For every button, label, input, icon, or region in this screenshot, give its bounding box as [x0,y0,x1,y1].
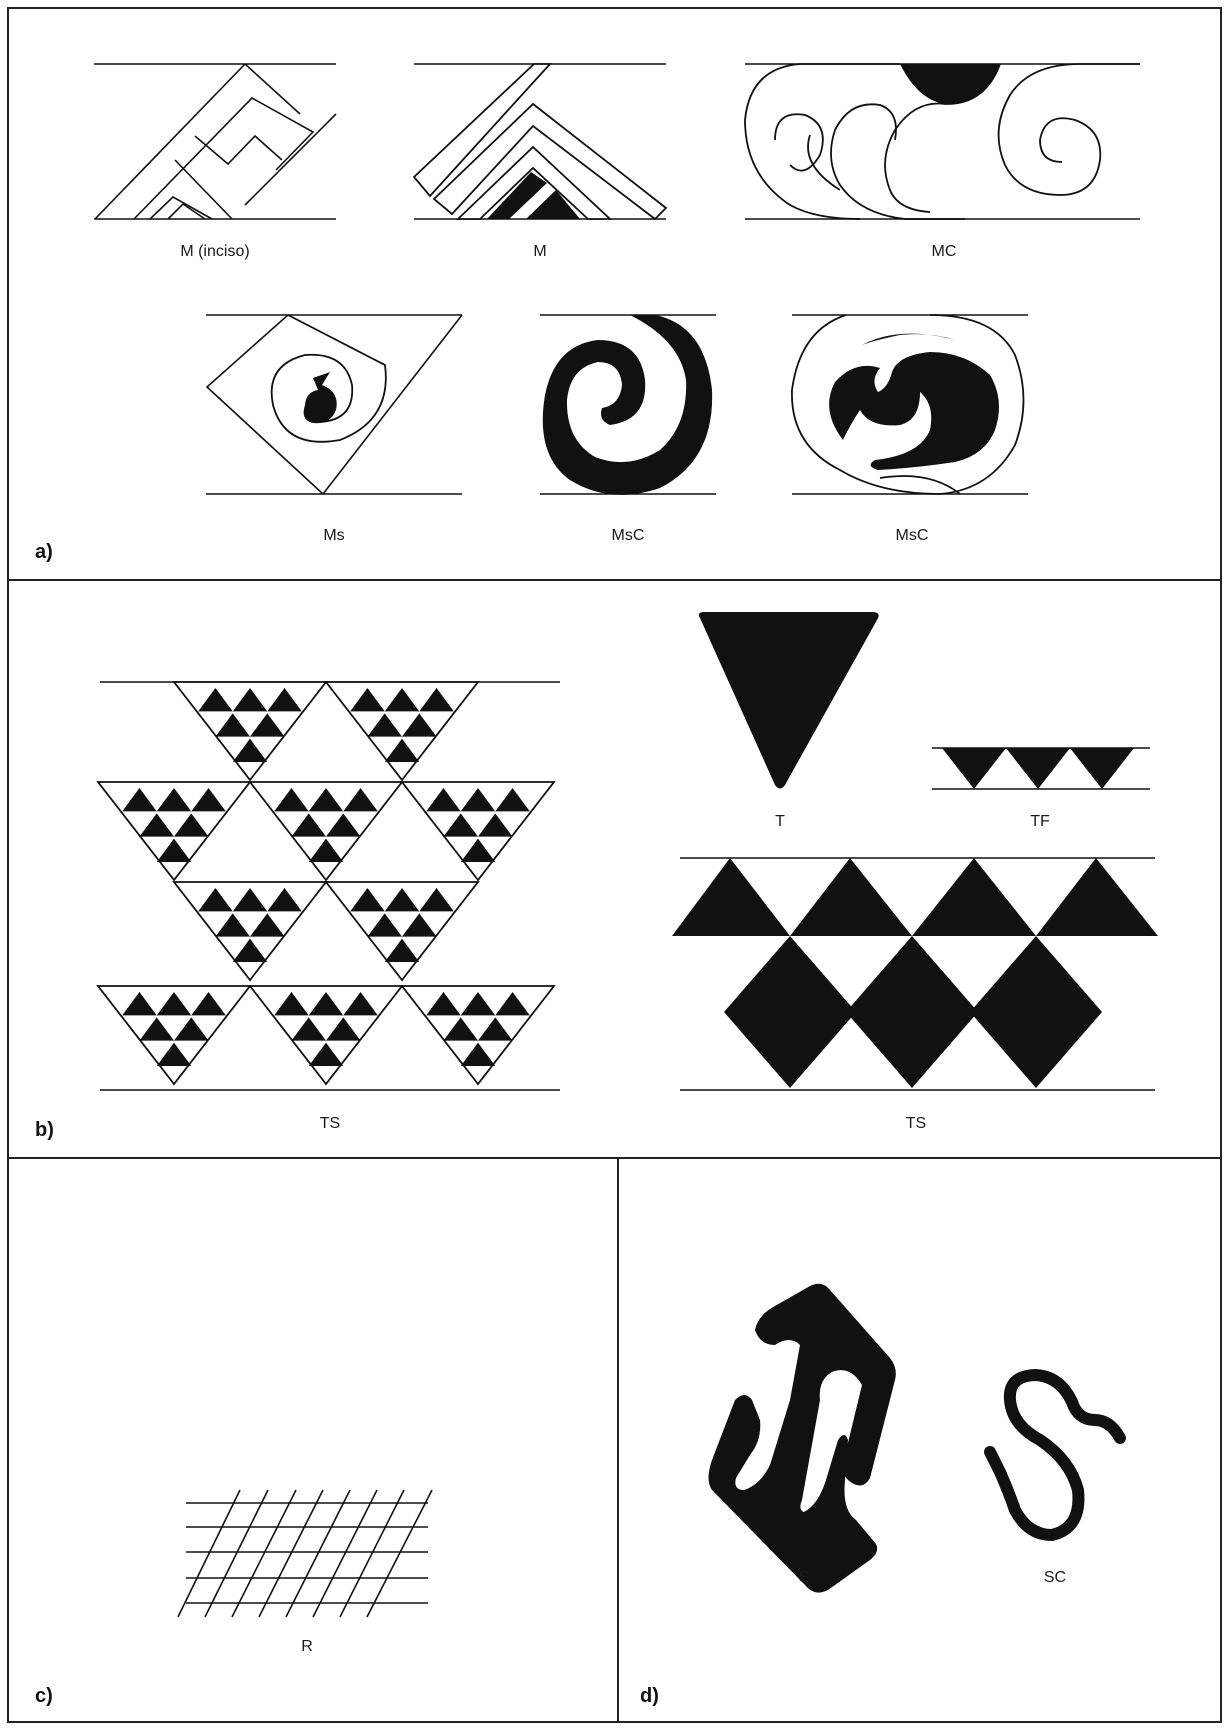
label-mc: MC [932,243,957,260]
label-m: M [533,243,546,260]
panel-d: S SC d) [640,1284,1120,1707]
motif-mc: MC [745,64,1140,260]
motif-m-inciso: M (inciso) [94,64,336,260]
motif-m: M [414,64,666,260]
panel-a: M (inciso) M MC [35,64,1140,563]
label-s: S [799,1569,810,1586]
label-m-inciso: M (inciso) [180,243,249,260]
label-msc-1: MsC [612,527,645,544]
motif-ts-left [98,682,560,1090]
label-ms: Ms [323,527,344,544]
label-ts-right: TS [906,1115,926,1132]
label-t: T [775,813,785,830]
motif-msc-2: MsC [792,315,1028,544]
label-ts-left: TS [320,1115,340,1132]
motif-ms: Ms [206,315,462,544]
motif-t: T [699,612,879,830]
panel-label-c: c) [35,1685,53,1707]
motif-msc-1: MsC [540,315,716,544]
motif-r: R [178,1490,432,1655]
panel-frames [8,8,1221,1722]
panel-label-b: b) [35,1119,54,1141]
label-r: R [301,1638,313,1655]
panel-label-d: d) [640,1685,659,1707]
motif-s: S [709,1284,896,1593]
label-tf: TF [1030,813,1050,830]
panel-b: T TF TS TS b) [35,612,1158,1141]
motif-tf: TF [932,748,1150,830]
panel-c: R c) [35,1490,432,1707]
label-msc-2: MsC [896,527,929,544]
label-sc: SC [1044,1569,1066,1586]
motif-ts-right [672,858,1158,1090]
motif-sc: SC [990,1375,1120,1586]
panel-label-a: a) [35,541,53,563]
